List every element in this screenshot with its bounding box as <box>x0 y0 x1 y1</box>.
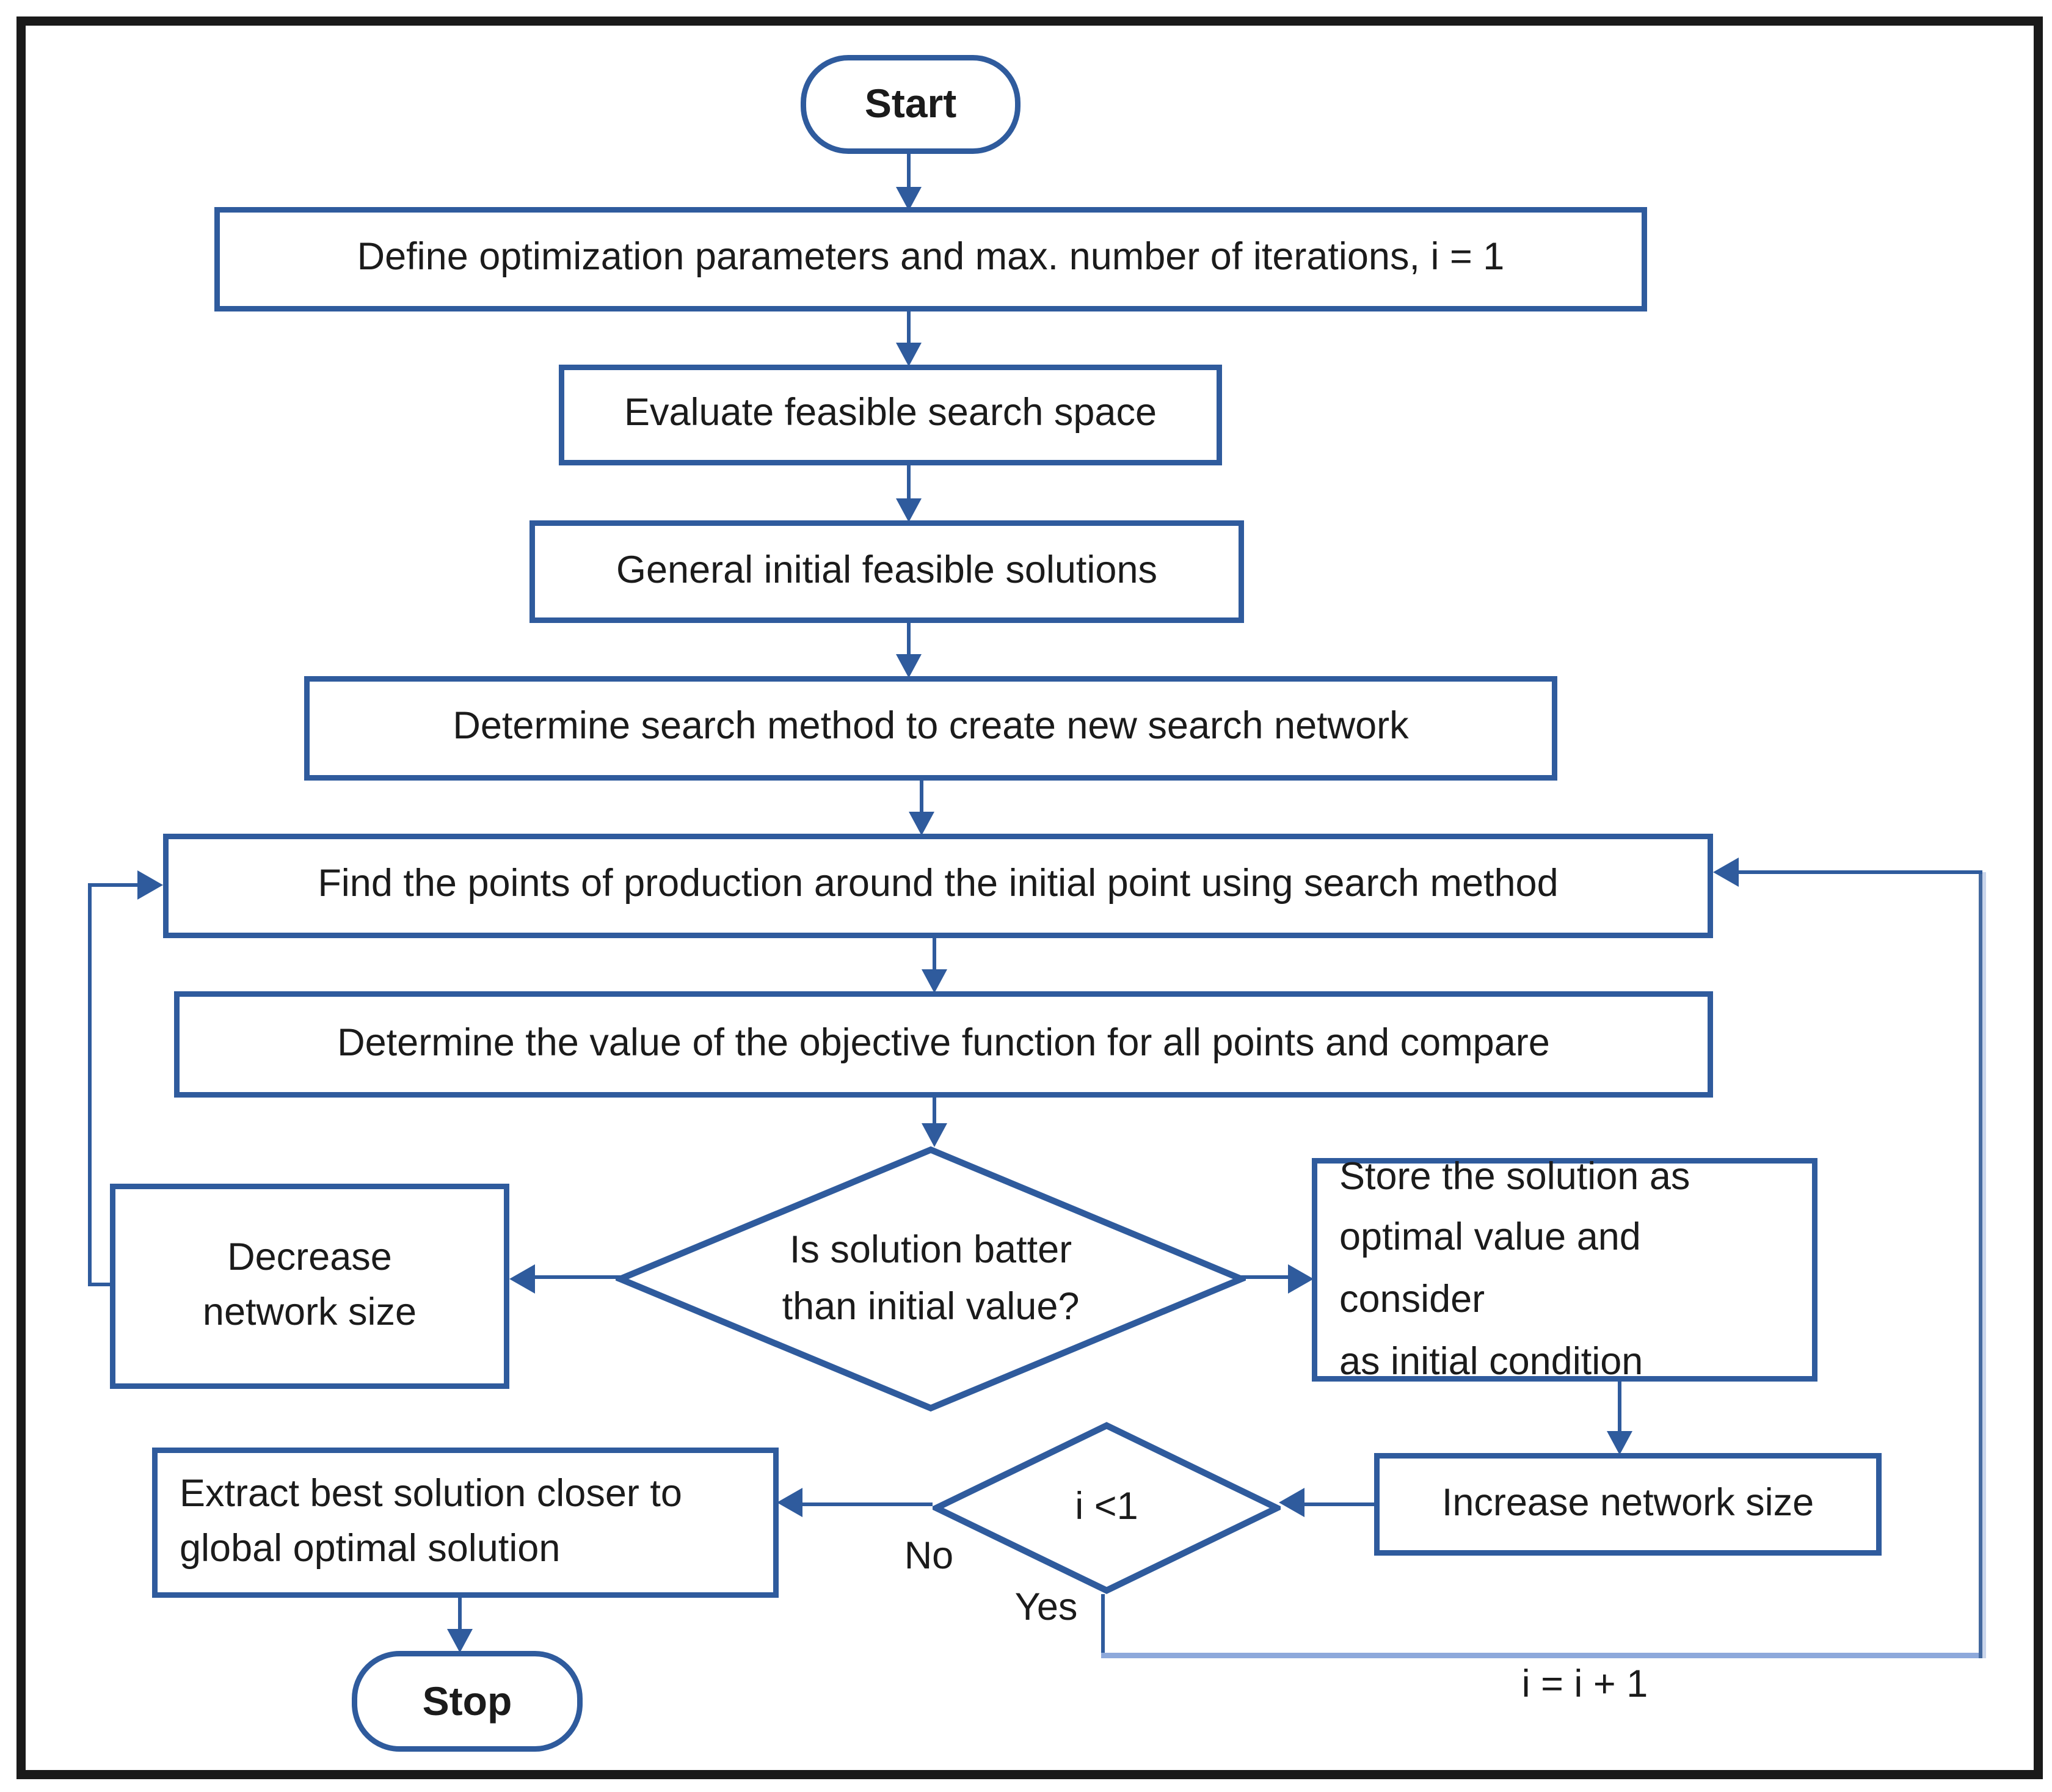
connector-define-evaluate <box>907 311 911 343</box>
connector-find-objective <box>933 938 936 969</box>
outer-border <box>16 16 2043 1779</box>
connector-store-increase <box>1618 1382 1621 1431</box>
edge-label-increment: i = i + 1 <box>1521 1664 1648 1706</box>
connector-method-find <box>920 781 923 812</box>
connector-decision-extract-no <box>802 1502 933 1506</box>
node-determine-search-method: Determine search method to create new se… <box>304 676 1557 781</box>
connector-yes-up-highlight <box>1982 872 1986 1658</box>
arrowhead-down <box>896 654 922 678</box>
connector-decrease-loop-out <box>88 1283 110 1286</box>
connector-yes-down <box>1101 1594 1105 1656</box>
arrowhead-right <box>137 870 163 900</box>
node-stop: Stop <box>352 1651 583 1752</box>
arrowhead-left <box>777 1488 802 1517</box>
arrowhead-down <box>922 1123 947 1147</box>
arrowhead-down <box>447 1629 473 1653</box>
decision-iteration-count: i <1 <box>933 1422 1281 1594</box>
connector-decision-decrease <box>535 1275 623 1279</box>
connector-decrease-loop-up <box>88 883 92 1286</box>
node-extract-best-solution: Extract best solution closer to global o… <box>152 1448 779 1598</box>
arrowhead-down <box>1607 1431 1632 1455</box>
connector-extract-stop <box>458 1598 462 1629</box>
node-evaluate-search-space: Evaluate feasible search space <box>559 365 1222 465</box>
node-initial-solutions: General initial feasible solutions <box>529 520 1244 623</box>
connector-yes-up <box>1979 872 1982 1658</box>
connector-return-find <box>1737 870 1982 874</box>
connector-start-define <box>907 154 911 187</box>
connector-decision-store <box>1240 1275 1288 1279</box>
arrowhead-down <box>909 812 934 836</box>
connector-decrease-loop-in <box>88 883 137 887</box>
edge-label-yes: Yes <box>1014 1587 1078 1629</box>
node-find-points: Find the points of production around the… <box>163 834 1713 938</box>
arrowhead-left <box>1713 858 1739 887</box>
decision-solution-better: Is solution batter than initial value? <box>616 1145 1246 1413</box>
decision-solution-better-label: Is solution batter than initial value? <box>782 1228 1080 1329</box>
arrowhead-down <box>896 498 922 522</box>
connector-generate-method <box>907 623 911 654</box>
arrowhead-down <box>896 343 922 366</box>
connector-yes-horizontal <box>1101 1653 1986 1658</box>
arrowhead-left <box>509 1264 535 1294</box>
decision-iteration-count-label: i <1 <box>1075 1486 1138 1529</box>
node-increase-network-size: Increase network size <box>1374 1453 1882 1556</box>
diamond-shape <box>933 1422 1281 1594</box>
arrowhead-right <box>1288 1264 1314 1294</box>
arrowhead-down <box>896 187 922 211</box>
node-decrease-network-size: Decrease network size <box>110 1184 509 1389</box>
arrowhead-down <box>922 969 947 993</box>
edge-label-no: No <box>904 1535 954 1578</box>
connector-objective-decision <box>933 1098 936 1123</box>
diamond-shape <box>616 1146 1246 1412</box>
connector-increase-decision <box>1304 1502 1374 1506</box>
node-define-parameters: Define optimization parameters and max. … <box>214 207 1647 311</box>
node-objective-function: Determine the value of the objective fun… <box>174 991 1713 1098</box>
arrowhead-left <box>1279 1488 1304 1517</box>
node-start: Start <box>801 55 1021 154</box>
node-store-solution: Store the solution as optimal value and … <box>1312 1156 1817 1383</box>
connector-evaluate-generate <box>907 465 911 498</box>
